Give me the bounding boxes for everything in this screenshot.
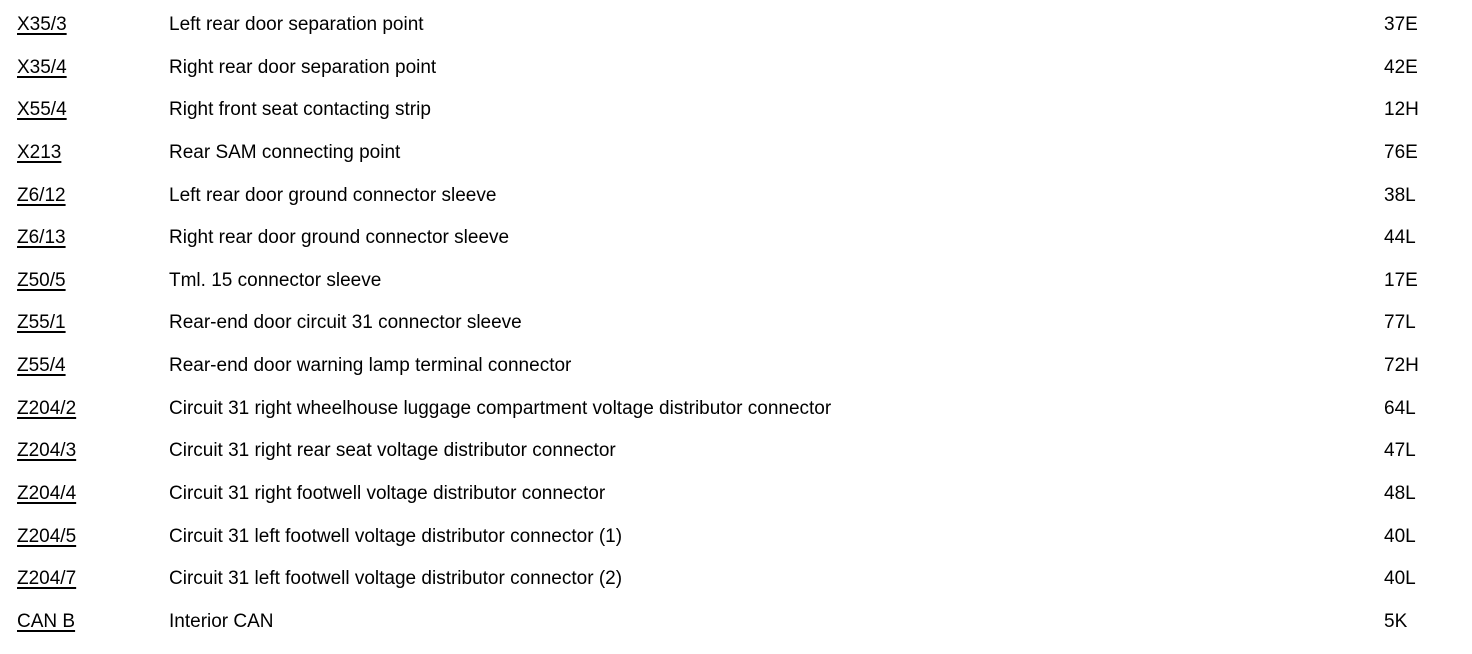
legend-row: X35/4 Right rear door separation point 4… (17, 56, 1472, 99)
component-code-link[interactable]: X35/4 (17, 56, 67, 78)
legend-row: Z6/12 Left rear door ground connector sl… (17, 184, 1472, 227)
grid-location: 47L (1384, 440, 1416, 462)
component-code-link[interactable]: Z6/13 (17, 227, 66, 249)
grid-location: 44L (1384, 227, 1416, 249)
grid-location: 76E (1384, 141, 1418, 163)
component-description: Tml. 15 connector sleeve (169, 269, 382, 291)
legend-row: Z55/1 Rear-end door circuit 31 connector… (17, 311, 1472, 354)
component-description: Interior CAN (169, 610, 274, 632)
component-code-link[interactable]: CAN B (17, 610, 76, 632)
component-code-link[interactable]: Z204/5 (17, 525, 77, 547)
legend-row: Z204/5 Circuit 31 left footwell voltage … (17, 525, 1472, 568)
component-code-link[interactable]: X35/3 (17, 14, 67, 35)
component-description: Left rear door separation point (169, 14, 424, 35)
grid-location: 38L (1384, 184, 1416, 206)
legend-row: Z50/5 Tml. 15 connector sleeve 17E (17, 269, 1472, 312)
component-description: Right rear door ground connector sleeve (169, 227, 510, 249)
component-description: Circuit 31 left footwell voltage distrib… (169, 568, 623, 590)
grid-location: 48L (1384, 483, 1416, 505)
component-code-link[interactable]: Z6/12 (17, 184, 66, 206)
grid-location: 12H (1384, 99, 1419, 121)
legend-row: Z204/4 Circuit 31 right footwell voltage… (17, 482, 1472, 525)
component-code-link[interactable]: X55/4 (17, 99, 67, 121)
legend-row: Z204/3 Circuit 31 right rear seat voltag… (17, 439, 1472, 482)
component-description: Circuit 31 right rear seat voltage distr… (169, 440, 616, 462)
grid-location: 72H (1384, 355, 1419, 377)
grid-location: 17E (1384, 269, 1418, 291)
legend-row: CAN B Interior CAN 5K (17, 610, 1472, 653)
component-code-link[interactable]: Z55/1 (17, 312, 66, 334)
component-description: Rear SAM connecting point (169, 141, 401, 163)
component-code-link[interactable]: Z55/4 (17, 355, 66, 377)
legend-row: Z55/4 Rear-end door warning lamp termina… (17, 354, 1472, 397)
grid-location: 42E (1384, 56, 1418, 78)
component-description: Rear-end door warning lamp terminal conn… (169, 355, 572, 377)
component-description: Circuit 31 right wheelhouse luggage comp… (169, 397, 832, 419)
component-code-link[interactable]: Z204/7 (17, 568, 77, 590)
component-description: Rear-end door circuit 31 connector sleev… (169, 312, 522, 334)
component-code-link[interactable]: Z50/5 (17, 269, 66, 291)
grid-location: 64L (1384, 397, 1416, 419)
grid-location: 40L (1384, 525, 1416, 547)
grid-location: 37E (1384, 14, 1418, 35)
legend-row: X55/4 Right front seat contacting strip … (17, 98, 1472, 141)
component-code-link[interactable]: Z204/3 (17, 440, 77, 462)
grid-location: 5K (1384, 610, 1408, 632)
legend-row: Z6/13 Right rear door ground connector s… (17, 226, 1472, 269)
legend-row: X35/3 Left rear door separation point 37… (17, 13, 1472, 56)
component-description: Right front seat contacting strip (169, 99, 431, 121)
component-description: Circuit 31 left footwell voltage distrib… (169, 525, 623, 547)
component-description: Right rear door separation point (169, 56, 437, 78)
legend-row: Z204/7 Circuit 31 left footwell voltage … (17, 567, 1472, 610)
component-description: Circuit 31 right footwell voltage distri… (169, 483, 606, 505)
component-code-link[interactable]: X213 (17, 141, 62, 163)
grid-location: 40L (1384, 568, 1416, 590)
component-description: Left rear door ground connector sleeve (169, 184, 497, 206)
component-code-link[interactable]: Z204/4 (17, 483, 77, 505)
legend-row: X213 Rear SAM connecting point 76E (17, 141, 1472, 184)
grid-location: 77L (1384, 312, 1416, 334)
component-code-link[interactable]: Z204/2 (17, 397, 77, 419)
legend-row: Z204/2 Circuit 31 right wheelhouse lugga… (17, 397, 1472, 440)
